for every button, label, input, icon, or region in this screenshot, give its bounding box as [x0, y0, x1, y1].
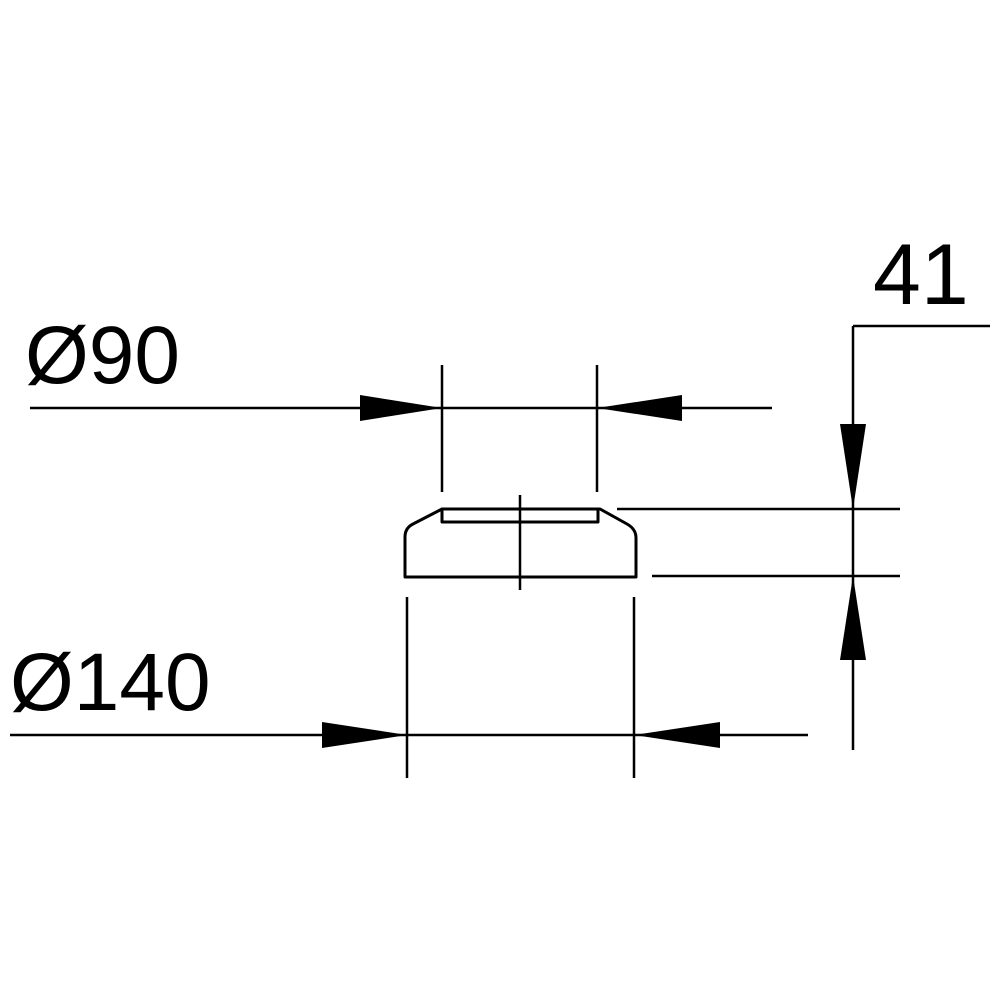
- part-outline: [403, 507, 638, 579]
- arrowhead-top: [840, 424, 866, 509]
- arrowhead-right: [597, 395, 682, 421]
- outer-diameter-label: Ø140: [10, 637, 211, 728]
- arrowhead-left: [322, 722, 407, 748]
- height-label: 41: [873, 227, 969, 323]
- inner-diameter-label: Ø90: [25, 310, 180, 401]
- arrowhead-left: [360, 395, 442, 421]
- dimension-inner-diameter: [30, 365, 772, 492]
- dimension-outer-diameter: [10, 597, 808, 778]
- arrowhead-right: [634, 722, 720, 748]
- arrowhead-bottom: [840, 576, 866, 660]
- dimension-height: [617, 324, 990, 750]
